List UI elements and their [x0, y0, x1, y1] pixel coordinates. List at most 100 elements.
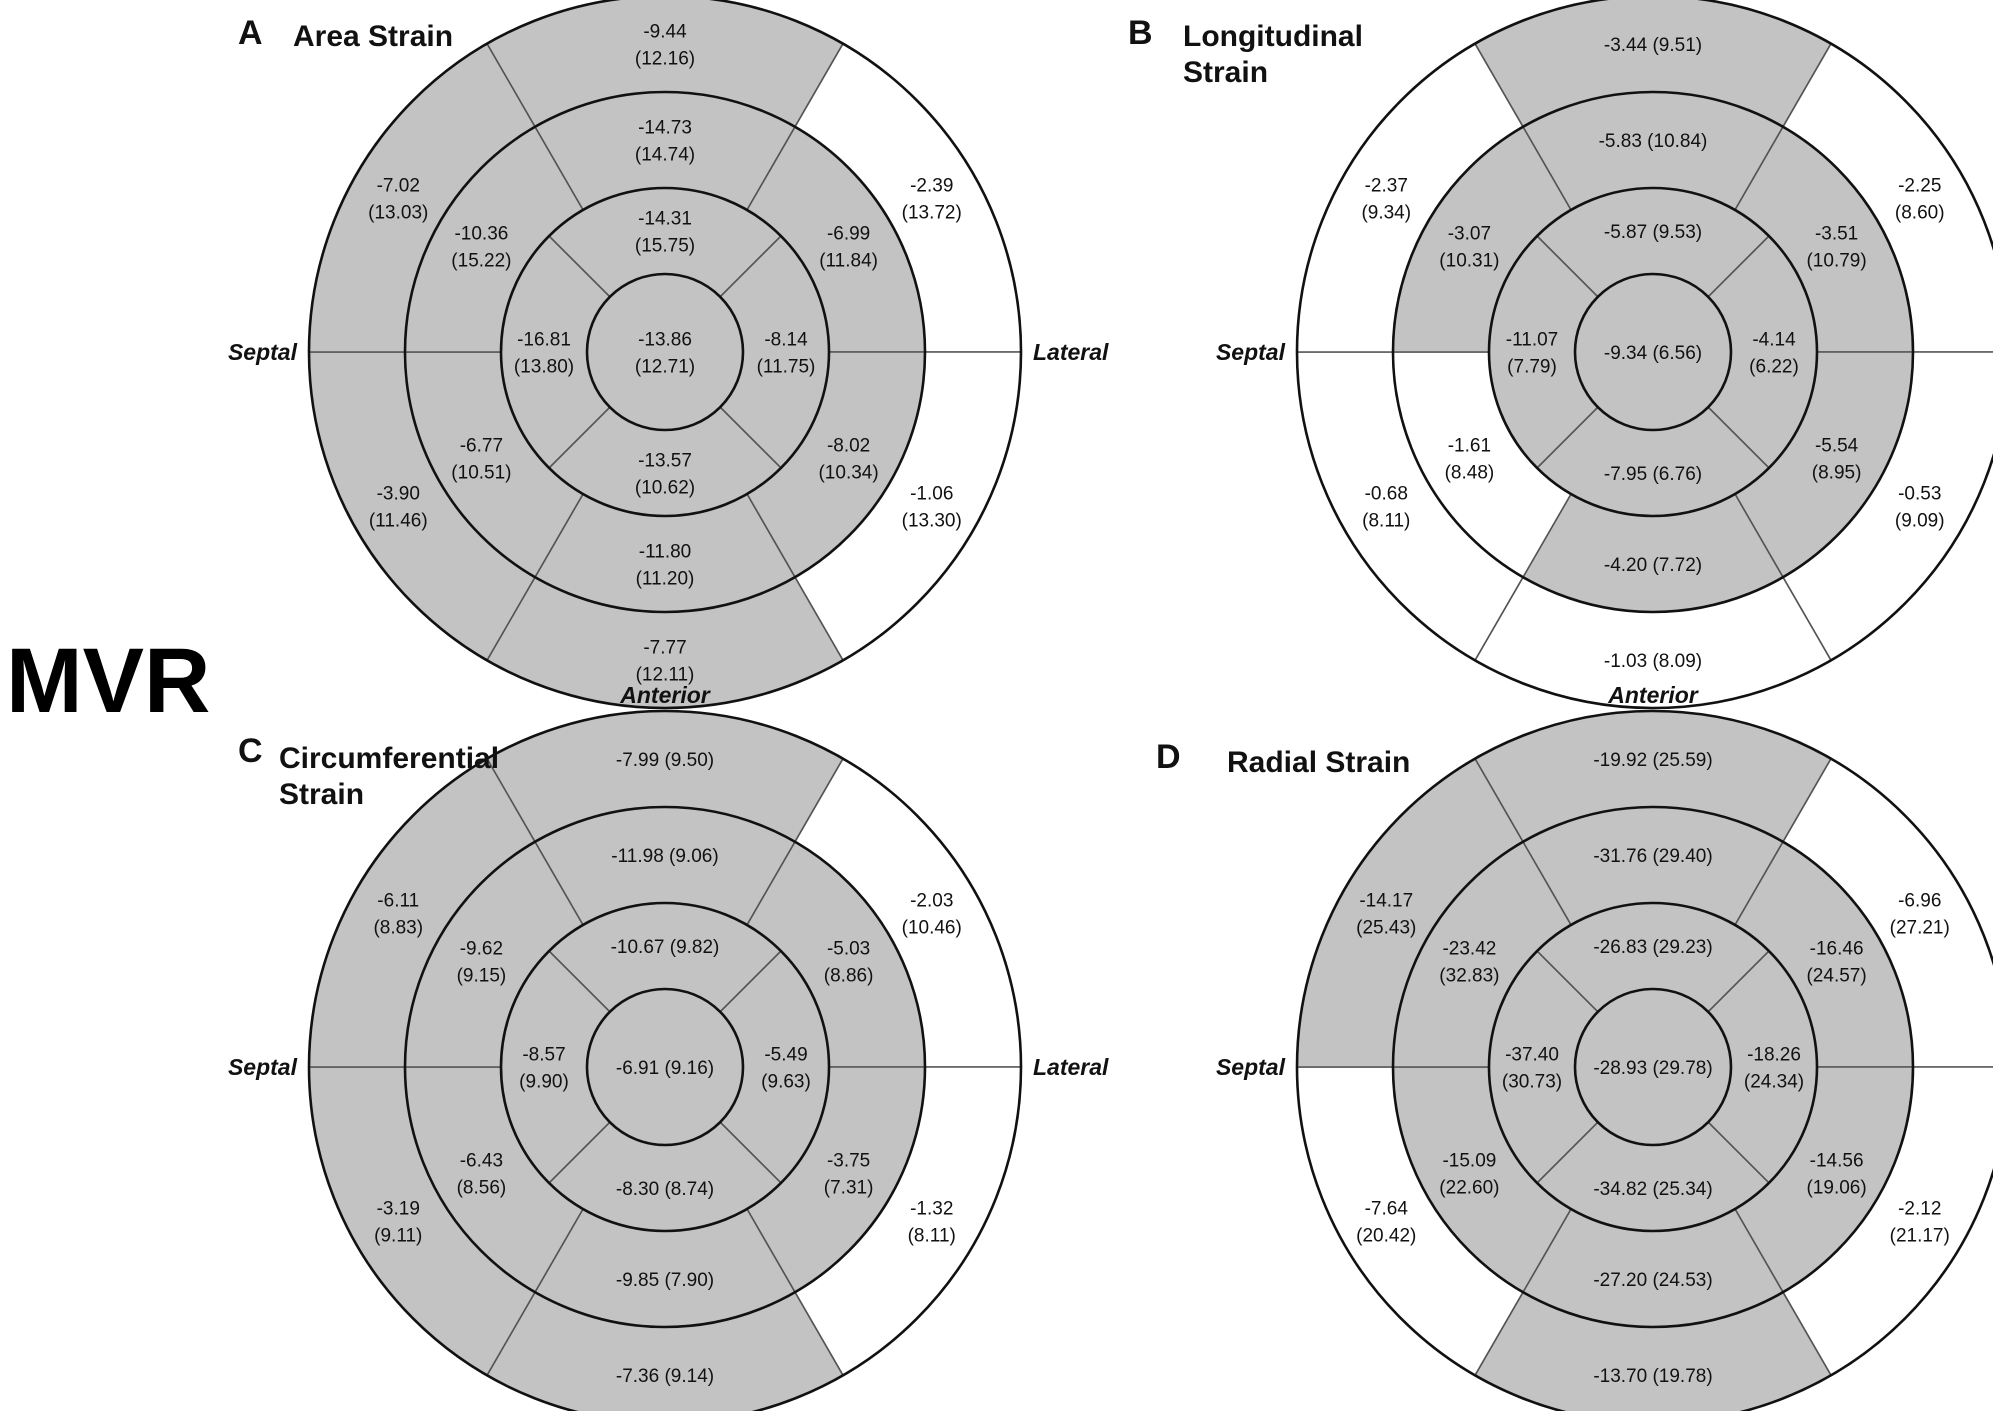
basal-value-line: -19.92 (25.59) — [1593, 750, 1712, 771]
apical-value: -16.81(13.80) — [514, 330, 574, 378]
apical-value-line: -8.57 — [522, 1045, 565, 1066]
apical-value-line: (30.73) — [1502, 1072, 1562, 1093]
mid-value-line: -10.36 — [454, 224, 508, 245]
basal-value-line: (8.11) — [908, 1226, 956, 1247]
mid-value-line: -23.42 — [1442, 939, 1496, 960]
mid-value-line: (8.56) — [457, 1178, 507, 1199]
panel-b: -3.44 (9.51)-2.25(8.60)-0.53(9.09)-1.03 … — [1128, 0, 1993, 743]
apical-value: -5.49(9.63) — [761, 1045, 811, 1093]
panel-letter: C — [238, 732, 263, 770]
apical-value: -8.30 (8.74) — [616, 1179, 714, 1200]
apical-value-line: -16.81 — [517, 330, 571, 351]
basal-value-line: -2.25 — [1898, 176, 1941, 197]
basal-value: -2.37(9.34) — [1361, 176, 1411, 224]
panel-title-line: Longitudinal — [1183, 20, 1363, 53]
panel-title-line: Strain — [279, 778, 364, 811]
basal-value-line: (8.60) — [1895, 203, 1945, 224]
panel-a: -9.44(12.16)-2.39(13.72)-1.06(13.30)-7.7… — [228, 0, 1109, 743]
direction-label-left: Septal — [228, 1054, 298, 1080]
mid-value: -11.98 (9.06) — [611, 846, 718, 867]
panel-title: Radial Strain — [1227, 746, 1410, 779]
basal-value-line: -9.44 — [643, 22, 687, 43]
ring-outline — [1487, 901, 1819, 1233]
basal-value-line: -2.39 — [910, 176, 953, 197]
mid-value-line: -3.75 — [827, 1151, 870, 1172]
mid-value-line: -5.83 (10.84) — [1599, 131, 1708, 152]
mid-value-line: -9.62 — [460, 939, 503, 960]
direction-label-left: Septal — [228, 339, 298, 365]
direction-label-right: Lateral — [1033, 339, 1109, 365]
mid-value-line: -5.54 — [1815, 436, 1859, 457]
apical-value-line: -10.67 (9.82) — [611, 937, 720, 958]
apical-value-line: -13.57 — [638, 451, 692, 472]
mid-value-line: (8.95) — [1812, 463, 1862, 484]
mid-value-line: -8.02 — [827, 436, 870, 457]
apex-value: -28.93 (29.78) — [1593, 1058, 1712, 1079]
basal-value-line: -1.32 — [910, 1199, 953, 1220]
apex-value-line: -28.93 (29.78) — [1593, 1058, 1712, 1079]
basal-value: -2.12(21.17) — [1890, 1199, 1950, 1247]
mid-value-line: -6.99 — [827, 224, 870, 245]
ring-outline — [1295, 709, 1993, 1411]
mid-value-line: -11.98 (9.06) — [611, 846, 718, 867]
mid-value-line: -14.73 — [638, 118, 692, 139]
apical-value-line: (6.22) — [1749, 357, 1799, 378]
basal-value-line: -3.44 (9.51) — [1604, 35, 1702, 56]
apical-value: -18.26 (24.34) — [1744, 1045, 1804, 1093]
mid-value: -6.43(8.56) — [457, 1151, 507, 1199]
basal-value-line: (10.46) — [902, 918, 962, 939]
apical-value-line: -37.40 — [1505, 1045, 1559, 1066]
mid-value: -6.77(10.51) — [451, 436, 511, 484]
basal-value-line: -7.99 (9.50) — [616, 750, 714, 771]
basal-value-line: -7.77 — [643, 638, 686, 659]
apical-value-line: -5.49 — [764, 1045, 807, 1066]
basal-value-line: (12.11) — [636, 665, 695, 686]
mid-value: -3.75(7.31) — [824, 1151, 874, 1199]
basal-value-line: -6.96 — [1898, 891, 1941, 912]
apical-value-line: (24.34) — [1744, 1072, 1804, 1093]
mid-value-line: -3.51 — [1815, 224, 1858, 245]
basal-value-line: -2.37 — [1365, 176, 1408, 197]
mid-value-line: (10.31) — [1439, 251, 1499, 272]
mid-value-line: (11.84) — [819, 251, 878, 272]
basal-value-line: (27.21) — [1890, 918, 1950, 939]
apical-value-line: -8.30 (8.74) — [616, 1179, 714, 1200]
apex-value-line: -13.86 — [638, 330, 692, 351]
mid-value: -16.46(24.57) — [1806, 939, 1866, 987]
basal-value: -19.92 (25.59) — [1593, 750, 1712, 771]
basal-value: -7.36 (9.14) — [616, 1366, 714, 1387]
basal-value: -7.77 (12.11) — [636, 638, 695, 686]
basal-value: -1.32 (8.11) — [908, 1199, 956, 1247]
basal-value: -7.02(13.03) — [368, 176, 428, 224]
mid-value-line: -27.20 (24.53) — [1593, 1270, 1712, 1291]
mid-value: -5.54 (8.95) — [1812, 436, 1862, 484]
basal-value: -13.70 (19.78) — [1593, 1366, 1712, 1387]
mid-value-line: (24.57) — [1806, 966, 1866, 987]
direction-label-left: Septal — [1216, 1054, 1286, 1080]
basal-value-line: -1.06 — [910, 484, 953, 505]
basal-value-line: -2.12 — [1898, 1199, 1941, 1220]
apical-value-line: -18.26 — [1747, 1045, 1801, 1066]
basal-value-line: -3.19 — [377, 1199, 420, 1220]
mid-value-line: (8.86) — [824, 966, 874, 987]
apex-value-line: -6.91 (9.16) — [616, 1058, 714, 1079]
basal-value-line: (9.09) — [1895, 511, 1945, 532]
mid-value-line: (10.34) — [818, 463, 878, 484]
basal-value: -0.53(9.09) — [1895, 484, 1945, 532]
direction-label-top: Anterior — [1607, 682, 1699, 708]
mid-value-line: -5.03 — [827, 939, 870, 960]
panel-letter: A — [238, 14, 263, 52]
mid-value-line: (10.79) — [1806, 251, 1866, 272]
apical-value: -4.14(6.22) — [1749, 330, 1799, 378]
apical-value-line: (10.62) — [635, 478, 695, 499]
ring-outline — [1573, 272, 1733, 432]
mid-value-line: -3.07 — [1448, 224, 1491, 245]
ring-outline — [307, 709, 1023, 1411]
mid-value-line: -15.09 — [1442, 1151, 1496, 1172]
mid-value: -9.62(9.15) — [457, 939, 507, 987]
basal-value: -6.96 (27.21) — [1890, 891, 1950, 939]
basal-value: -1.06(13.30) — [902, 484, 962, 532]
mid-value-line: (32.83) — [1439, 966, 1499, 987]
